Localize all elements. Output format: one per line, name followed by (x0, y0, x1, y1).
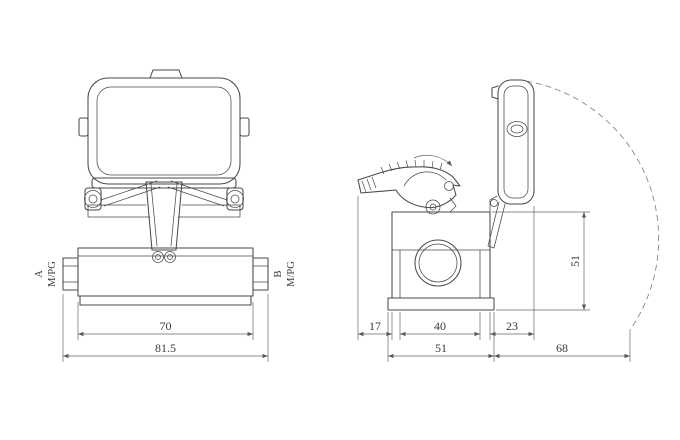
hinge-strut (487, 201, 506, 249)
mounting-flange (387, 297, 495, 311)
lever-roller (444, 181, 454, 191)
cover-latch-slot (506, 121, 528, 137)
cable-entry-circle (414, 239, 462, 287)
cable-entry-a (62, 257, 79, 291)
cover-swing-arc (525, 80, 659, 331)
cover-ear-right (239, 117, 250, 137)
dim-23-label: 23 (506, 319, 518, 333)
bail-pivot-plate-right (226, 187, 244, 211)
hinge-pin (490, 199, 498, 207)
dim-overall-width: 81.5 (62, 294, 269, 362)
center-gland (145, 181, 183, 251)
base-housing-side (387, 211, 495, 311)
lever-catch (449, 197, 457, 213)
port-b-thread-label: M/PG (286, 261, 297, 287)
dim-swing-clearance: 68 (494, 330, 631, 362)
cable-entry-b (252, 257, 269, 291)
dim-40-label: 40 (434, 319, 446, 333)
mounting-base (79, 295, 252, 306)
cross-plate (87, 204, 241, 218)
dim-base-width: 51 (387, 312, 495, 362)
dim-70-label: 70 (160, 319, 172, 333)
lever-pivot (425, 199, 441, 215)
side-view: 17 40 23 51 68 51 (357, 79, 659, 362)
dim-81-5-label: 81.5 (155, 341, 176, 355)
locking-lever (357, 154, 461, 215)
cover-ear-left (78, 117, 89, 137)
port-b-letter: B (273, 270, 284, 277)
dim-lever-overhang: 17 (357, 196, 393, 340)
dim-cover-offset: 23 (489, 206, 535, 340)
port-a-letter: A (34, 270, 45, 278)
dim-51-bottom-label: 51 (435, 341, 447, 355)
open-cover (487, 79, 535, 249)
dim-inner-width: 70 (77, 302, 254, 340)
dim-68-label: 68 (556, 341, 568, 355)
dim-51-right-label: 51 (568, 255, 582, 267)
dim-17-label: 17 (369, 319, 381, 333)
lever-grip-hatch (361, 176, 377, 193)
dim-opening-width: 40 (399, 312, 481, 340)
lever-knurling (380, 159, 443, 175)
bail-arm-left (100, 180, 161, 207)
cover-frame (78, 69, 250, 185)
bail-pivot-plate-left (84, 187, 102, 211)
bail-arm-right (167, 180, 228, 207)
cover-top-tab (149, 69, 183, 79)
front-view: A M/PG B M/PG 70 81.5 (34, 69, 297, 362)
dim-housing-height: 51 (492, 211, 590, 311)
cover-latch-lip (491, 85, 499, 100)
port-a-thread-label: M/PG (47, 261, 58, 287)
base-housing-front (62, 247, 269, 306)
screw-left (152, 251, 164, 263)
screw-right (164, 251, 176, 263)
lever-rotation-arc (413, 154, 453, 167)
latch-assembly (84, 177, 244, 263)
